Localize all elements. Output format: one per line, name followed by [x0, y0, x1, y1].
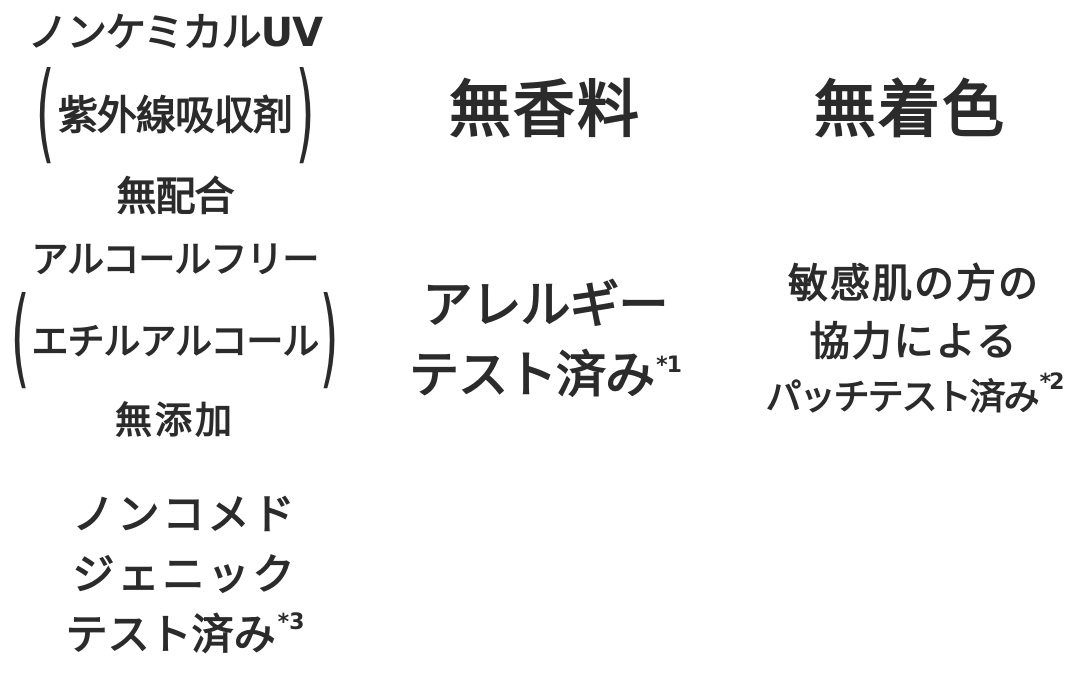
feature-title: アルコールフリー: [31, 238, 320, 281]
feature-status: テスト済み: [409, 346, 655, 404]
open-parenthesis: (: [10, 275, 30, 400]
feature-bracketed-note: ( エチルアルコール ): [9, 284, 340, 392]
feature-title: 無着色: [813, 73, 1006, 146]
close-parenthesis: ): [320, 275, 339, 400]
feature-status-line: パッチテスト済み*2: [765, 372, 1065, 418]
feature-non-comedogenic-tested: ノンコメド ジェニック テスト済み*3: [30, 480, 340, 670]
feature-subtitle: ジェニック: [72, 550, 298, 599]
feature-allergy-tested: アレルギー テスト済み*1: [380, 270, 710, 410]
feature-alcohol-free: アルコールフリー ( エチルアルコール ) 無添加: [0, 241, 350, 439]
feature-subtitle: 紫外線吸収剤: [58, 93, 293, 139]
feature-title: ノンコメド: [72, 490, 298, 539]
close-parenthesis: ): [295, 50, 315, 175]
feature-subtitle: エチルアルコール: [31, 319, 320, 363]
feature-title: 無香料: [448, 73, 641, 146]
feature-sensitive-skin-patch-tested: 敏感肌の方の 協力による パッチテスト済み*2: [740, 250, 1088, 430]
feature-subtitle: 協力による: [809, 319, 1019, 365]
feature-status: 無添加: [115, 399, 235, 442]
feature-title: アレルギー: [422, 276, 669, 334]
feature-bracketed-note: ( 紫外線吸収剤 ): [32, 59, 318, 167]
feature-status: 無配合: [116, 174, 235, 220]
feature-title: ノンケミカルUV: [27, 10, 323, 56]
feature-status-line: テスト済み*3: [66, 612, 305, 656]
footnote-marker: *1: [656, 353, 682, 379]
feature-non-chemical-uv: ノンケミカルUV ( 紫外線吸収剤 ) 無配合: [0, 13, 350, 217]
feature-status: テスト済み: [65, 610, 276, 659]
feature-status-line: テスト済み*1: [409, 350, 682, 400]
open-parenthesis: (: [35, 50, 55, 175]
footnote-marker: *2: [1039, 370, 1065, 396]
feature-title: 敏感肌の方の: [788, 261, 1040, 307]
footnote-marker: *3: [277, 610, 305, 636]
feature-fragrance-free: 無香料: [380, 50, 710, 170]
feature-colorant-free: 無着色: [745, 50, 1075, 170]
feature-status: パッチテスト済み: [765, 377, 1040, 418]
